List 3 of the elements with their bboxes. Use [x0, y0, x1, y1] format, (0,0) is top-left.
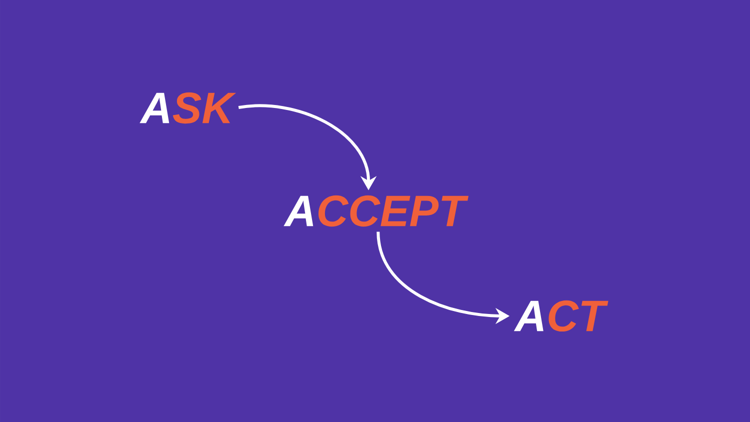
word: ACT: [514, 300, 608, 332]
word: ASK: [140, 92, 236, 124]
word: ACCEPT: [284, 195, 469, 227]
